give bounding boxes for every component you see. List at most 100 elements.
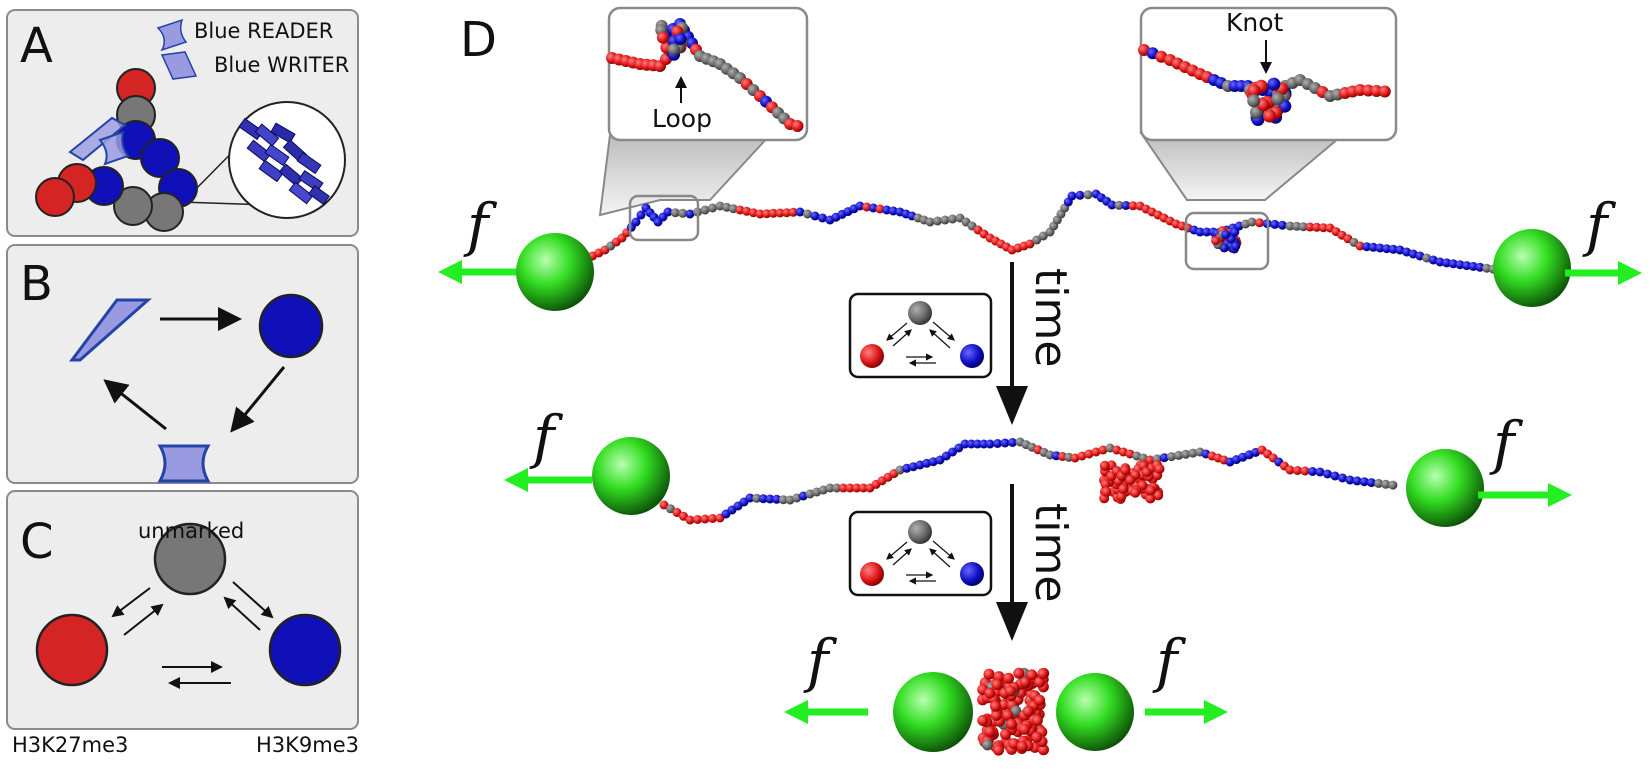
polymer-bead: [693, 515, 702, 524]
polymer-bead: [1077, 451, 1087, 461]
polymer-bead: [1359, 477, 1369, 487]
writer-protein: [68, 116, 127, 162]
unmarked-bead: [153, 522, 227, 596]
blue-mark-bead: [268, 613, 342, 687]
polymer-bead: [1154, 463, 1165, 474]
knot-label: Knot: [1226, 8, 1284, 37]
polymer-bead: [748, 208, 758, 218]
polymer-bead: [758, 494, 768, 504]
polymer-bead: [1031, 731, 1043, 743]
polymer-bead: [1378, 85, 1391, 98]
arrow-blue-to-unmarked: [223, 596, 261, 631]
polymer-bead: [838, 483, 848, 493]
polymer-bead: [1277, 220, 1287, 230]
arrow-unmarked-to-red: [111, 587, 151, 618]
polymer-bead: [1375, 243, 1385, 253]
polymer-bead: [984, 687, 996, 699]
polymer-bead: [1000, 438, 1010, 448]
polymer-bead: [1455, 260, 1465, 270]
polymer-bead: [1181, 449, 1191, 459]
polymer-bead: [772, 494, 782, 504]
polymer-bead: [1247, 217, 1257, 227]
polymer-bead: [1271, 92, 1285, 106]
polymer-bead: [933, 216, 942, 226]
writer-legend-label: Blue WRITER: [214, 53, 350, 77]
polymer-bead: [755, 209, 765, 219]
force-label-left-3: f: [807, 627, 829, 695]
polymer-bead: [1019, 723, 1030, 735]
polymer-bead: [631, 217, 641, 227]
polymer-bead: [1388, 480, 1398, 490]
polymer-bead: [778, 495, 788, 505]
polymer-chain-intermediate: [659, 437, 1398, 525]
polymer-bead: [1448, 259, 1458, 269]
polymer-bead: [1067, 191, 1077, 201]
polymer-bead: [1075, 190, 1085, 200]
polymer-bead: [966, 439, 976, 449]
green-bead-left-2: [592, 437, 670, 515]
panel-b: [6, 244, 359, 484]
polymer-bead: [762, 209, 772, 219]
polymer-bead: [735, 205, 745, 215]
force-label-right-1: f: [1586, 191, 1608, 259]
writer-legend-icon: [160, 51, 198, 80]
polymer-bead: [1435, 257, 1445, 267]
polymer-bead: [1482, 263, 1492, 273]
polymer-bead: [1263, 109, 1277, 123]
polymer-bead: [990, 709, 1002, 721]
polymer-bead: [1000, 728, 1011, 740]
polymer-bead: [977, 715, 989, 726]
polymer-bead: [1202, 227, 1212, 237]
polymer-bead: [1247, 94, 1261, 108]
polymer-bead: [1037, 668, 1049, 680]
polymer-bead: [1006, 718, 1017, 730]
polymer-bead: [984, 726, 996, 738]
force-arrowhead-right-3: [1204, 700, 1228, 724]
time-arrow-2-head: [996, 602, 1028, 641]
polymer-bead: [1099, 460, 1110, 471]
polymer-bead: [991, 679, 1003, 691]
polymer-bead: [1323, 469, 1332, 479]
polymer-bead: [1128, 201, 1138, 211]
polymer-bead: [715, 201, 725, 211]
polymer-bead: [1008, 438, 1017, 447]
polymer-bead: [1318, 223, 1328, 233]
polymer-bead: [1231, 241, 1241, 251]
force-arrowhead-left-2: [504, 468, 528, 492]
polymer-bead: [1008, 738, 1020, 750]
reaction-scheme-inset-2: [848, 510, 993, 597]
polymer-bead: [983, 668, 995, 680]
polymer-bead: [948, 214, 957, 224]
polymer-bead: [788, 207, 798, 217]
polymer-bead: [1293, 466, 1302, 475]
polymer-bead: [1101, 486, 1112, 497]
polymer-bead: [1121, 201, 1131, 210]
polymer-bead: [1038, 744, 1049, 756]
polymer-bead: [925, 217, 935, 227]
polymer-bead: [700, 514, 710, 524]
polymer-bead: [818, 213, 827, 223]
loop-zoom-funnel: [598, 134, 773, 217]
arrow-reader-to-writer: [103, 379, 167, 431]
polymer-bead: [993, 439, 1002, 448]
polymer-bead: [663, 207, 673, 217]
polymer-bead: [1084, 449, 1094, 459]
polymer-bead: [1004, 685, 1016, 697]
force-label-left-2: f: [533, 403, 555, 471]
polymer-bead: [1442, 258, 1452, 268]
polymer-bead: [1083, 190, 1093, 200]
knot-highlight-box: [1184, 211, 1270, 271]
red-mark-label: H3K27me3: [12, 733, 129, 757]
panel-d-label: D: [460, 12, 497, 68]
polymer-bead: [1475, 262, 1485, 272]
polymer-bead: [1025, 239, 1035, 249]
polymer-bead: [1120, 465, 1131, 476]
polymer-bead: [1125, 475, 1136, 485]
green-bead-right-3: [1056, 673, 1134, 751]
polymer-bead: [1292, 221, 1302, 231]
polymer-bead: [659, 500, 669, 510]
polymer-bead: [1010, 705, 1022, 717]
polymer-bead: [1300, 466, 1310, 476]
arrow-red-to-unmarked: [123, 603, 164, 636]
polymer-bead: [768, 208, 778, 218]
